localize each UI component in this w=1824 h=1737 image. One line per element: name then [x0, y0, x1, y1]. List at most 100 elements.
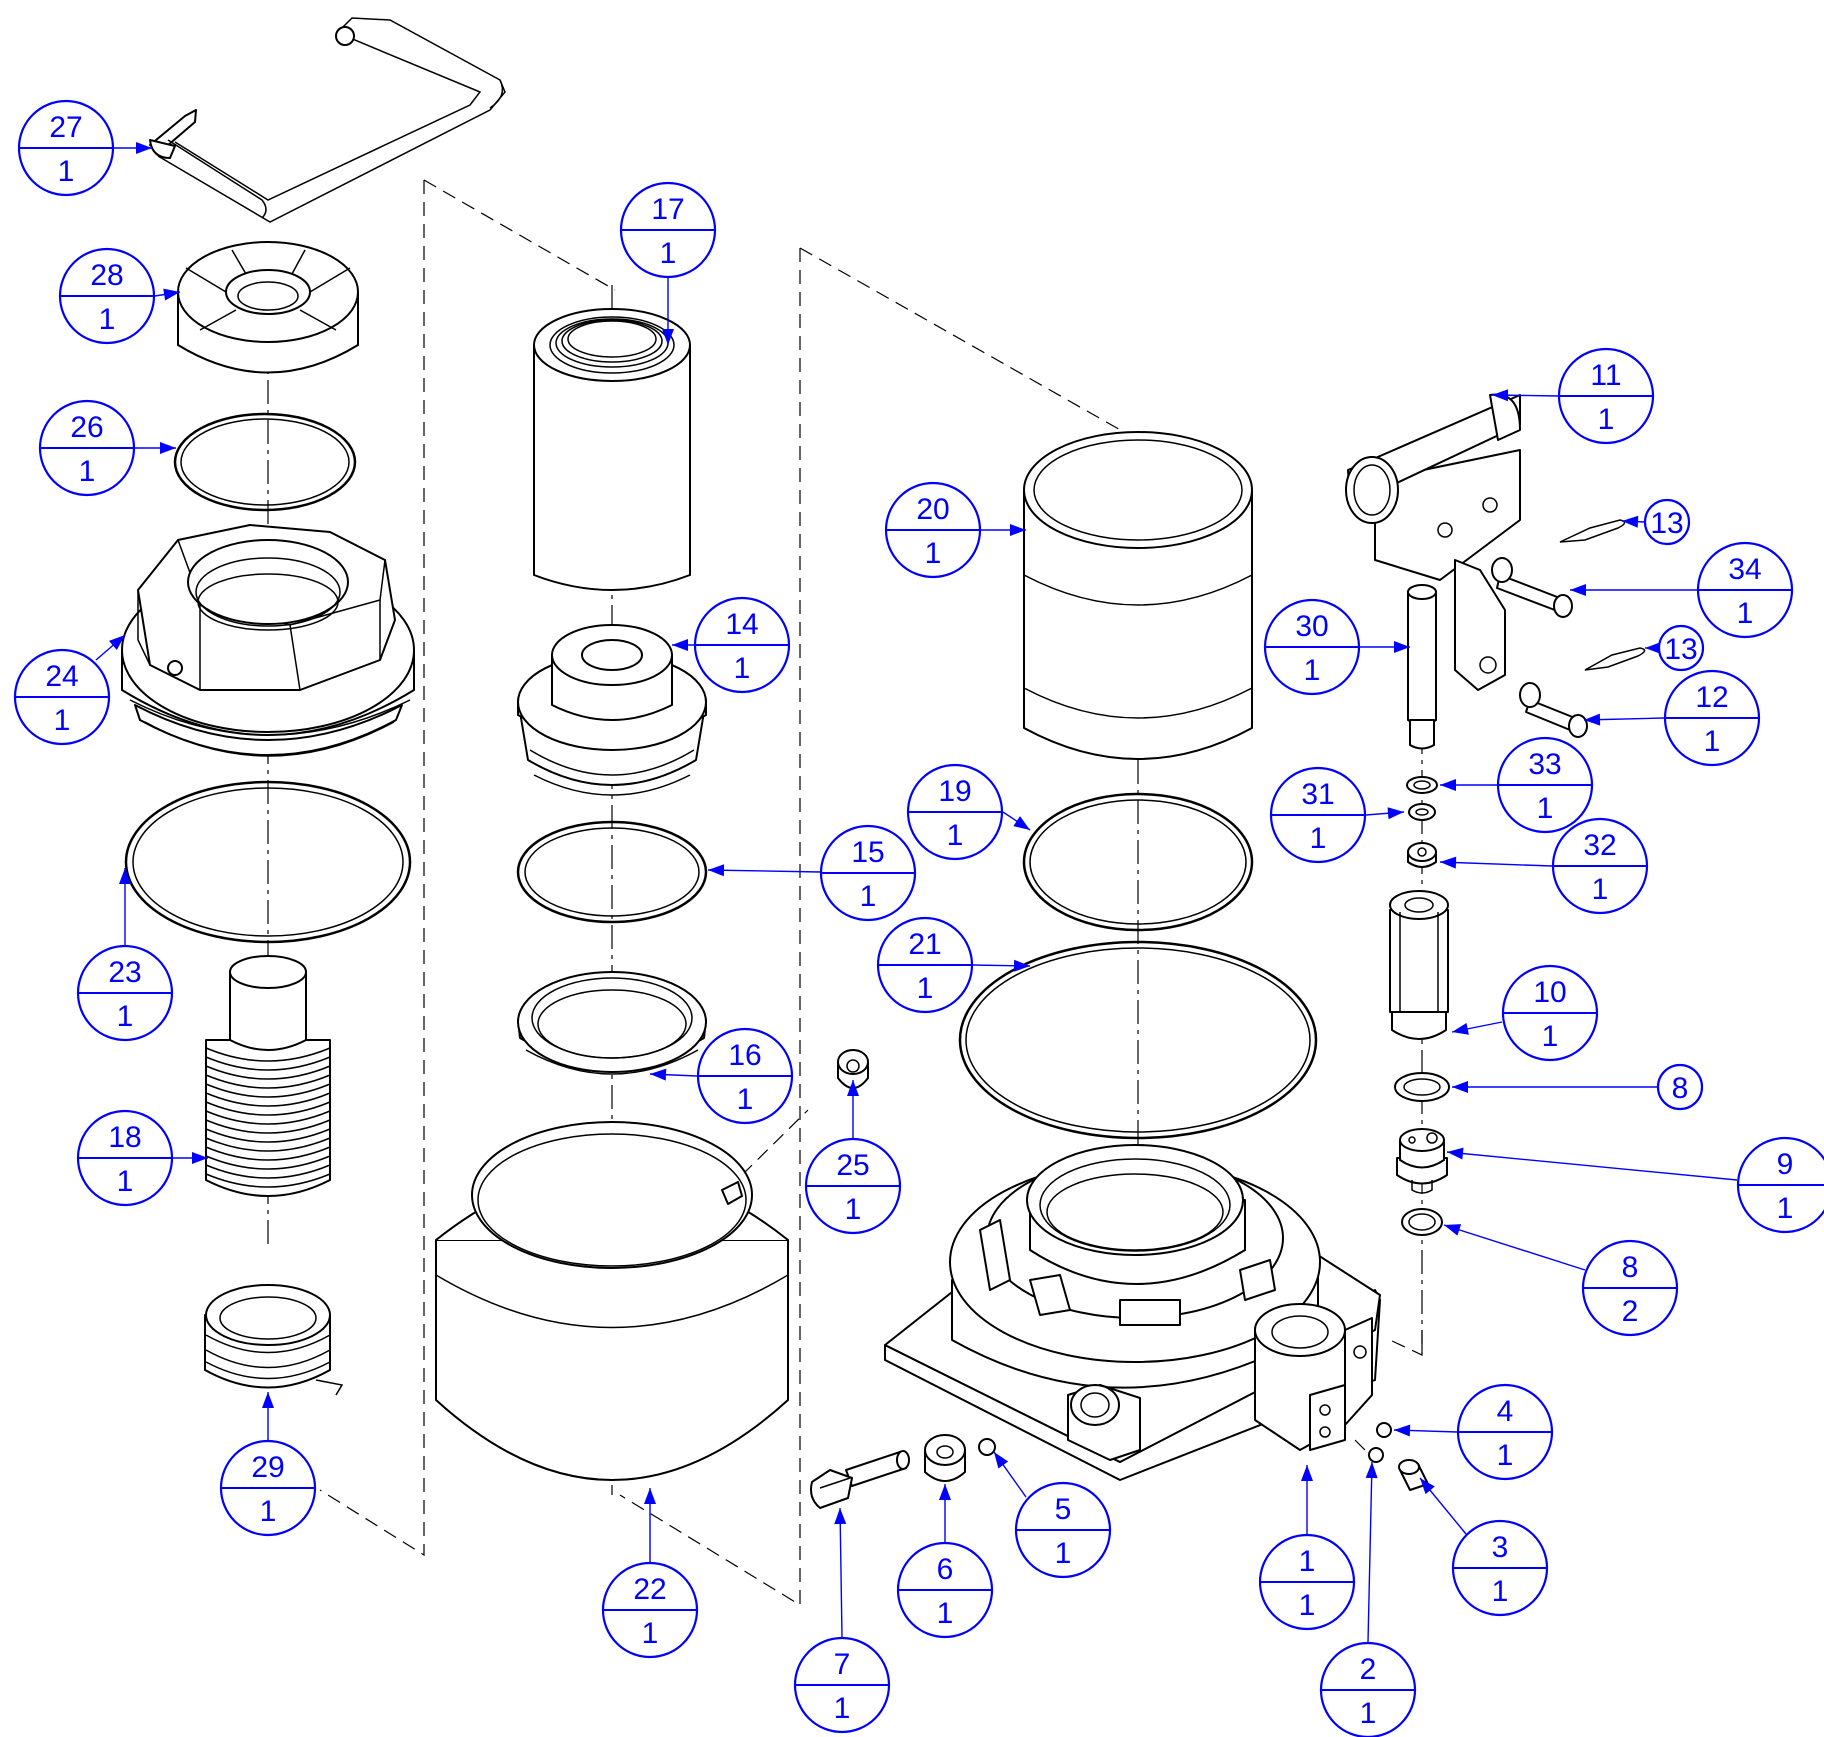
callout-item-number: 12 [1695, 681, 1728, 714]
callout-bubble: 111 [1557, 347, 1655, 445]
callout-item-number: 34 [1728, 553, 1761, 586]
callout-c26-arrowhead [160, 442, 176, 454]
callout-c31-arrowhead [1387, 807, 1404, 820]
base-1-part [884, 1144, 1381, 1481]
callout-c5-arrowhead [994, 1452, 1009, 1469]
callout-quantity: 1 [1737, 597, 1754, 630]
callout-quantity: 1 [1777, 1192, 1794, 1225]
callout-c12-arrowhead [1584, 713, 1601, 726]
callout-c7-leader [839, 1507, 843, 1638]
callout-c18-arrowhead [192, 1152, 208, 1164]
top-nut-part [121, 524, 415, 757]
callout-quantity: 1 [79, 455, 96, 488]
callout-bubble: 161 [696, 1027, 794, 1125]
callout-c4-arrowhead [1394, 1424, 1411, 1437]
single-ref-bubble: 8 [1656, 1063, 1704, 1111]
callout-bubble: 41 [1456, 1383, 1554, 1481]
callout-bubble: 101 [1501, 964, 1599, 1062]
washer-8-bottom-part [1401, 1208, 1443, 1236]
single-ref-bubble: 13 [1643, 498, 1691, 546]
callout-item-number: 5 [1055, 1493, 1072, 1526]
callout-quantity: 1 [58, 155, 75, 188]
callout-c14-arrowhead [672, 639, 688, 651]
callout-c8b-arrowhead [1444, 1224, 1462, 1236]
callout-c6-arrowhead [939, 1484, 951, 1500]
washer-31-part [1408, 803, 1436, 821]
callout-c28-arrowhead [163, 288, 180, 301]
seat-32-part [1407, 842, 1437, 868]
callout-item-number: 26 [70, 411, 103, 444]
callout-item-number: 22 [633, 1573, 666, 1606]
callout-bubble: 281 [58, 247, 156, 345]
callout-c27-arrowhead [136, 142, 152, 154]
callout-c29-arrowhead [262, 1392, 274, 1408]
callout-item-number: 25 [836, 1149, 869, 1182]
callout-c19-arrowhead [1013, 816, 1030, 830]
callout-bubble: 301 [1263, 598, 1361, 696]
callout-bubble: 51 [1014, 1481, 1112, 1579]
callout-quantity: 1 [660, 237, 677, 270]
seal-16-part [517, 971, 707, 1075]
pump-cylinder-10-part [1389, 890, 1449, 1040]
callout-quantity: 2 [1622, 1295, 1639, 1328]
callout-c7-arrowhead [834, 1508, 847, 1525]
callout-bubble: 291 [219, 1439, 317, 1537]
callout-item-number: 1 [1299, 1545, 1316, 1578]
callout-item-number: 28 [90, 259, 123, 292]
clip-13-a-part [1559, 519, 1626, 543]
callout-item-number: 11 [1590, 359, 1621, 392]
callout-quantity: 1 [1542, 1020, 1559, 1053]
callout-quantity: 1 [1592, 873, 1609, 906]
callout-bubble: 141 [693, 596, 791, 694]
callout-item-number: 7 [834, 1648, 851, 1681]
callout-c15-leader [707, 869, 821, 873]
spring-29-part [204, 1284, 344, 1396]
callout-bubble: 211 [876, 916, 974, 1014]
callout-bubbles: 1121314151617182911011111211411511611711… [13, 99, 1824, 1737]
callout-bubble: 181 [76, 1109, 174, 1207]
callout-quantity: 1 [260, 1495, 277, 1528]
callout-quantity: 1 [1055, 1537, 1072, 1570]
callout-c11-arrowhead [1492, 389, 1509, 402]
o-ring-26-part [173, 412, 357, 512]
callout-c22-arrowhead [644, 1488, 656, 1504]
callout-bubble: 82 [1581, 1239, 1679, 1337]
callout-item-number: 19 [938, 775, 971, 808]
cylinder-20-part [1023, 431, 1253, 760]
callout-item-number: 21 [908, 928, 941, 961]
ring-19-part [1022, 792, 1254, 932]
callout-c21-arrowhead [1013, 959, 1030, 972]
clip-13-b-part [1584, 647, 1646, 671]
callout-quantity: 1 [1310, 822, 1327, 855]
ref-item-number: 8 [1672, 1072, 1689, 1105]
ref-r13b-arrowhead [1645, 642, 1661, 654]
callout-quantity: 1 [1704, 725, 1721, 758]
callout-c10-arrowhead [1452, 1022, 1469, 1035]
callout-bubble: 61 [896, 1541, 994, 1639]
callout-bubble: 91 [1736, 1136, 1824, 1234]
plunger-30-part [1407, 584, 1437, 750]
callout-item-number: 32 [1583, 829, 1616, 862]
callout-c32-leader [1439, 861, 1553, 867]
callout-quantity: 1 [99, 303, 116, 336]
callout-c20-arrowhead [1010, 524, 1026, 536]
callout-bubble: 151 [819, 824, 917, 922]
ball-2-part [1368, 1447, 1384, 1463]
callout-quantity: 1 [1537, 792, 1554, 825]
callout-bubble: 121 [1663, 669, 1761, 767]
callout-bubble: 171 [619, 181, 717, 279]
saddle-part [177, 241, 359, 374]
ref-circle [1643, 498, 1691, 546]
callout-item-number: 18 [108, 1121, 141, 1154]
sleeve-17-part [533, 308, 691, 591]
reservoir-22-part [435, 1121, 789, 1481]
handle-bar-part [149, 17, 506, 223]
callout-c1-arrowhead [1301, 1465, 1313, 1481]
callout-quantity: 1 [734, 652, 751, 685]
callout-item-number: 8 [1622, 1251, 1639, 1284]
callout-c9-arrowhead [1447, 1147, 1464, 1160]
callout-c34-arrowhead [1570, 584, 1586, 596]
callout-item-number: 4 [1497, 1395, 1514, 1428]
callout-c3-arrowhead [1420, 1478, 1435, 1495]
